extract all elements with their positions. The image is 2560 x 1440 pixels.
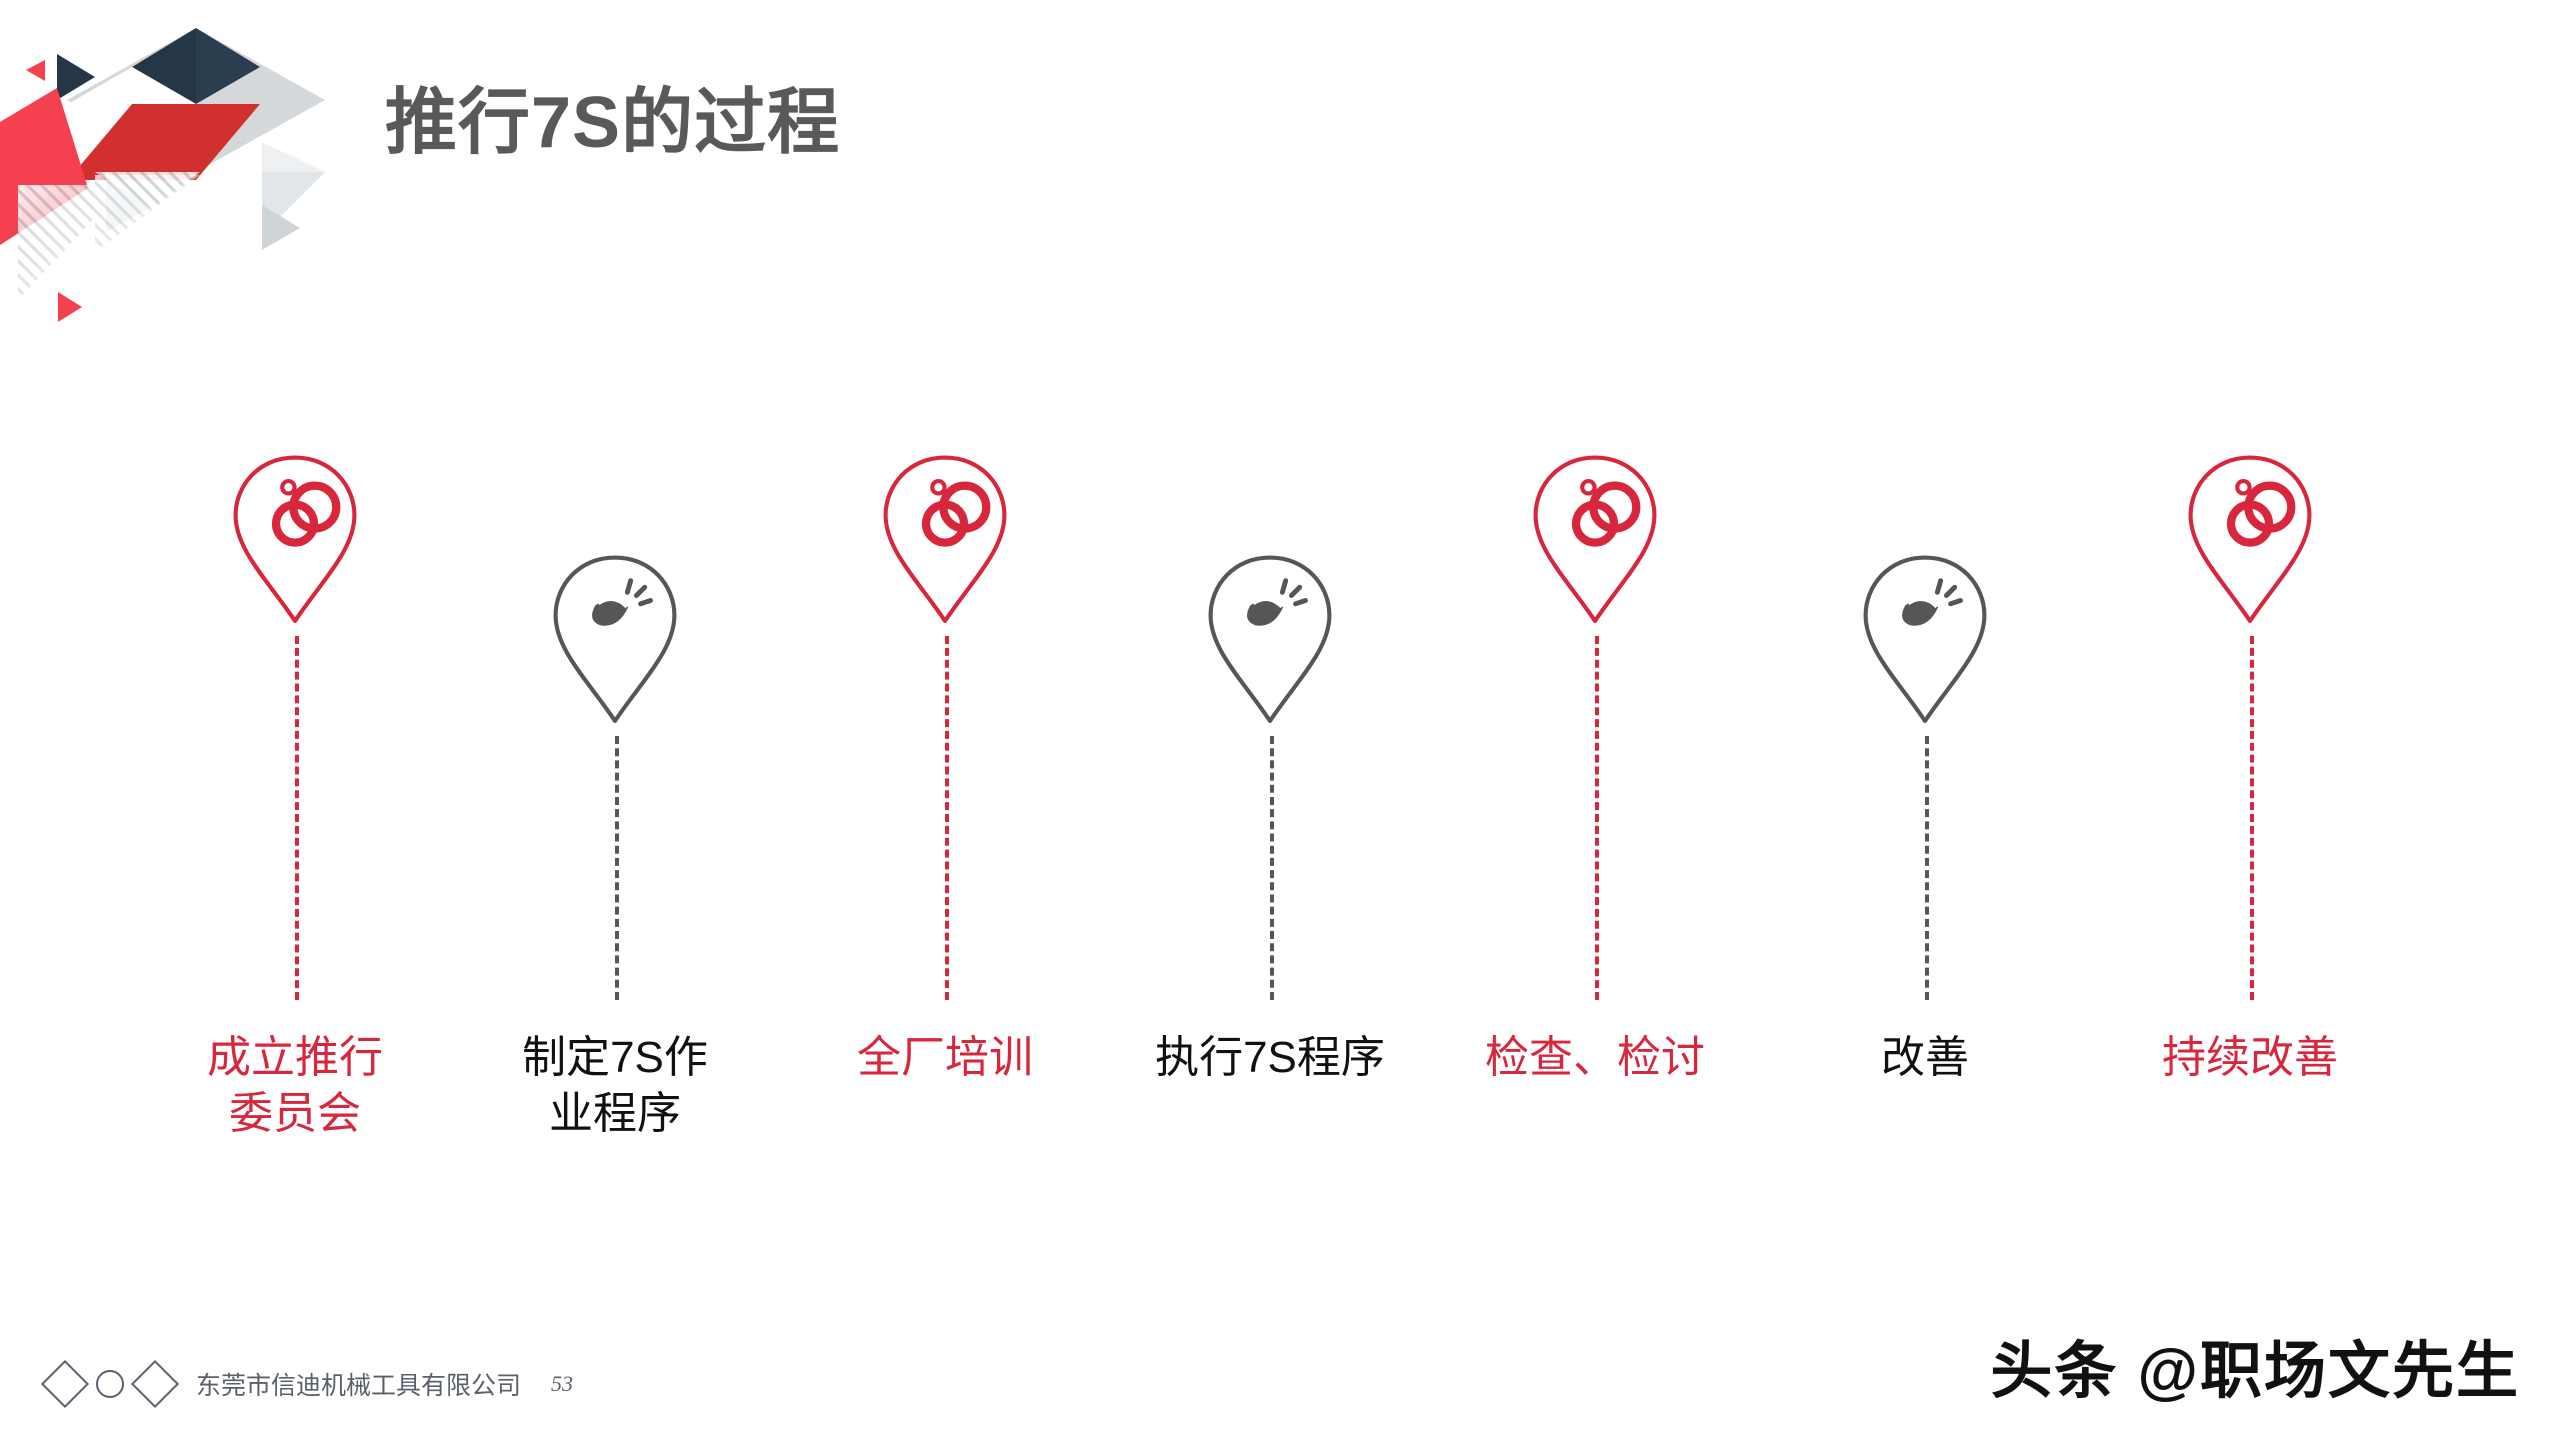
map-pin-icon bbox=[883, 455, 1007, 624]
timeline-step-label: 改善 bbox=[1881, 1033, 1969, 1082]
timeline-step-label: 执行7S程序 bbox=[1155, 1033, 1385, 1082]
connector-line bbox=[945, 636, 949, 1000]
timeline-step-label: 检查、检讨 bbox=[1485, 1033, 1705, 1082]
connector-line bbox=[295, 636, 299, 1000]
footer-shapes bbox=[40, 1359, 180, 1409]
diamond-outline-icon bbox=[130, 1359, 180, 1409]
connector-line bbox=[2250, 636, 2254, 1000]
page-title: 推行7S的过程 bbox=[385, 83, 841, 163]
circle-outline-icon bbox=[96, 1370, 124, 1398]
map-pin-icon bbox=[1533, 455, 1657, 624]
timeline-step-label: 持续改善 bbox=[2162, 1033, 2338, 1082]
timeline-step-label: 全厂培训 bbox=[857, 1033, 1033, 1082]
connector-line bbox=[1925, 736, 1929, 1000]
map-pin-icon bbox=[233, 455, 357, 624]
watermark: 头条 @职场文先生 bbox=[1990, 1337, 2520, 1406]
connector-line bbox=[1595, 636, 1599, 1000]
map-pin-icon bbox=[1208, 555, 1332, 724]
map-pin-icon bbox=[1863, 555, 1987, 724]
connector-line bbox=[615, 736, 619, 1000]
timeline-step-label: 成立推行 委员会 bbox=[207, 1033, 383, 1139]
diamond-outline-icon bbox=[40, 1359, 90, 1409]
map-pin-icon bbox=[2188, 455, 2312, 624]
footer-company-name: 东莞市信迪机械工具有限公司 bbox=[196, 1372, 522, 1400]
map-pin-icon bbox=[553, 555, 677, 724]
connector-line bbox=[1270, 736, 1274, 1000]
timeline-step-label: 制定7S作 业程序 bbox=[522, 1033, 708, 1139]
footer: 东莞市信迪机械工具有限公司 53 bbox=[40, 1359, 574, 1409]
page-number: 53 bbox=[551, 1371, 574, 1396]
